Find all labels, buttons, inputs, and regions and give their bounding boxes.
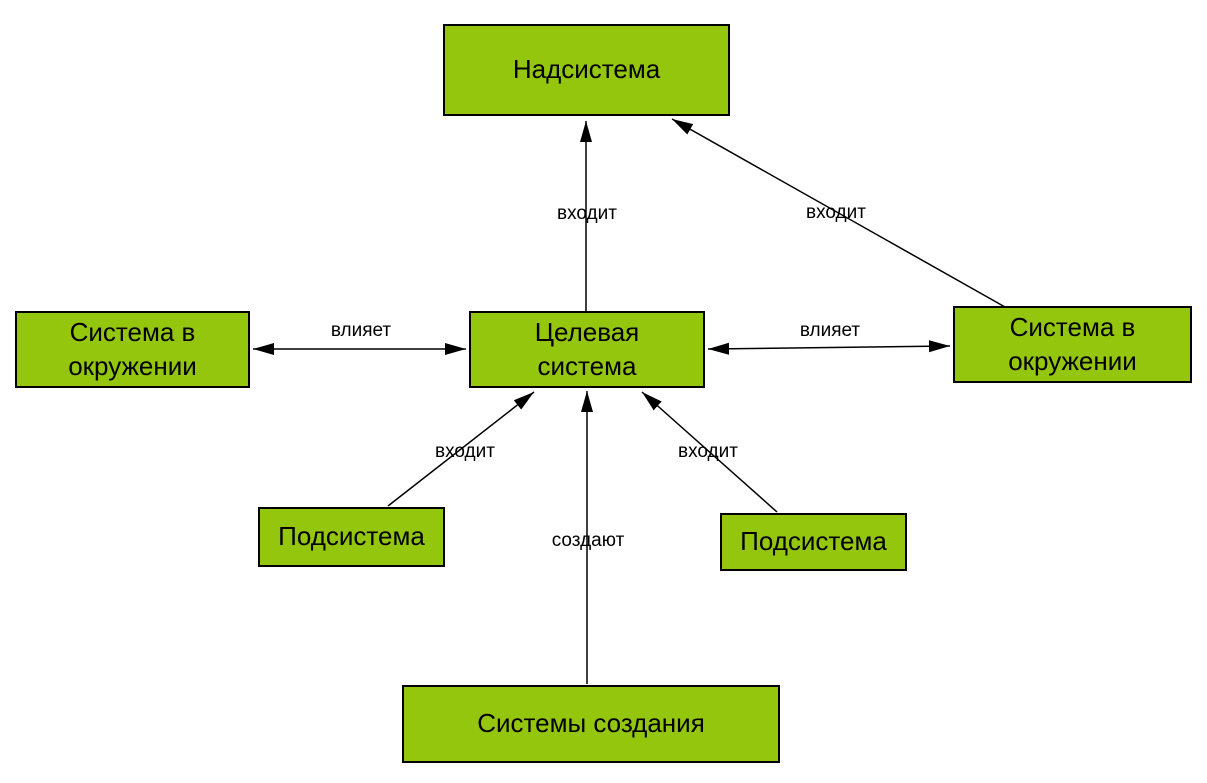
edge-label-vhodit-center: входит bbox=[557, 203, 617, 224]
edge-subsystem-left-to-target bbox=[387, 391, 535, 507]
edge-label-vliyaet-right: влияет bbox=[799, 320, 861, 341]
node-creation-systems: Системы создания bbox=[402, 685, 780, 763]
edge-env-right-to-supersystem bbox=[671, 118, 1006, 308]
edge-label-vhodit-right-top: входит bbox=[806, 202, 866, 223]
node-subsystem-right-label: Подсистема bbox=[740, 526, 887, 557]
node-system-env-right: Система в окружении bbox=[953, 306, 1192, 383]
node-creation-systems-label: Системы создания bbox=[477, 708, 705, 739]
node-subsystem-left: Подсистема bbox=[258, 507, 445, 567]
edge-label-vhodit-lower-left: входит bbox=[435, 441, 495, 462]
edge-subsystem-right-to-target bbox=[641, 391, 778, 513]
node-system-env-right-label: Система в окружении bbox=[1008, 311, 1137, 376]
edge-label-sozdayut: создают bbox=[551, 530, 625, 551]
node-subsystem-right: Подсистема bbox=[720, 513, 907, 571]
node-target-system-label: Целевая система bbox=[534, 316, 640, 381]
node-supersystem: Надсистема bbox=[443, 24, 730, 116]
node-system-env-left: Система в окружении bbox=[15, 311, 250, 388]
node-supersystem-label: Надсистема bbox=[512, 54, 661, 85]
edge-label-vhodit-lower-right: входит bbox=[678, 441, 738, 462]
node-subsystem-left-label: Подсистема bbox=[278, 521, 425, 552]
edge-target-env-right-bidirectional bbox=[707, 340, 951, 355]
node-target-system: Целевая система bbox=[469, 311, 705, 388]
edge-label-vliyaet-left: влияет bbox=[330, 320, 392, 341]
node-system-env-left-label: Система в окружении bbox=[68, 316, 197, 381]
